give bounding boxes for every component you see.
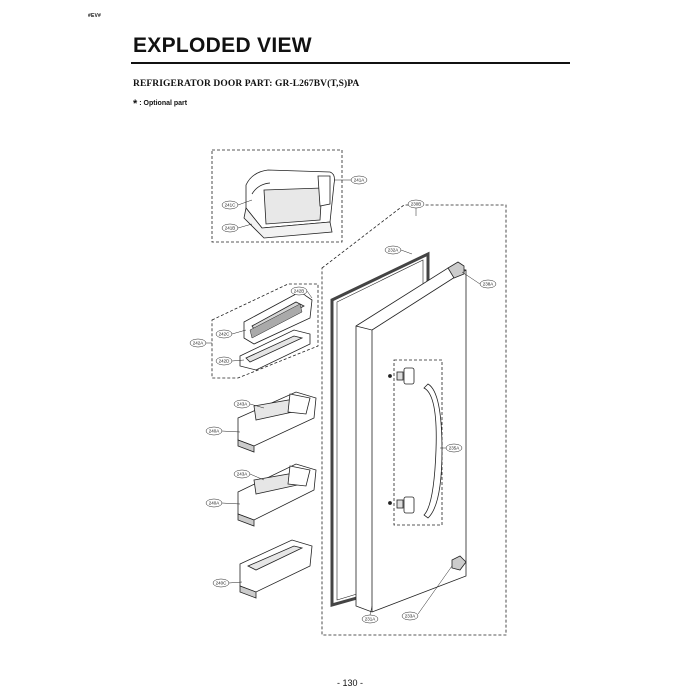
hinge-233A — [451, 555, 467, 571]
door-shelf-241 — [243, 169, 335, 239]
label-242A: 242A — [193, 341, 204, 346]
label-241A: 241A — [354, 178, 365, 183]
label-240A-upper: 240A — [209, 429, 220, 434]
label-240A-lower: 240A — [209, 501, 220, 506]
door-handle-235A — [423, 383, 443, 519]
shelf-group-242-dashed — [211, 283, 319, 379]
asterisk-icon: * — [133, 98, 138, 110]
page-title: EXPLODED VIEW — [133, 34, 312, 57]
label-243A-lower: 243A — [237, 472, 248, 477]
door-bin-240C — [239, 539, 313, 599]
title-rule — [131, 62, 570, 64]
label-235A: 235A — [449, 446, 460, 451]
door-group-dashed — [321, 204, 507, 636]
label-231A: 231A — [365, 617, 376, 622]
bottle-bin-240A-upper — [237, 391, 317, 453]
label-243A-upper: 243A — [237, 402, 248, 407]
handle-frame-dashed — [393, 359, 443, 526]
handle-bracket-upper — [403, 367, 415, 385]
door-outer-231A — [355, 267, 467, 613]
door-cap-238A — [447, 261, 465, 279]
document-code: #EV# — [88, 13, 102, 19]
handle-bracket-lower — [403, 496, 415, 514]
label-233A: 233A — [405, 614, 416, 619]
optional-part-note-text: : Optional part — [139, 100, 188, 107]
label-240C: 240C — [216, 581, 228, 586]
label-230B: 230B — [411, 202, 422, 207]
label-242D: 242D — [219, 359, 231, 364]
optional-part-note: *: Optional part — [133, 98, 187, 110]
label-241C: 241C — [225, 203, 237, 208]
page-subtitle: REFRIGERATOR DOOR PART: GR-L267BV(T,S)PA — [133, 79, 360, 89]
label-242B: 242B — [294, 289, 305, 294]
label-242C: 242C — [219, 332, 231, 337]
shelf-group-top-dashed — [211, 149, 343, 243]
bottle-bin-240A-lower — [237, 463, 317, 527]
label-232A: 232A — [388, 248, 399, 253]
page-number: - 130 - — [336, 678, 363, 688]
label-241B: 241B — [225, 226, 236, 231]
door-shelf-242 — [239, 292, 313, 371]
label-238A: 238A — [483, 282, 494, 287]
